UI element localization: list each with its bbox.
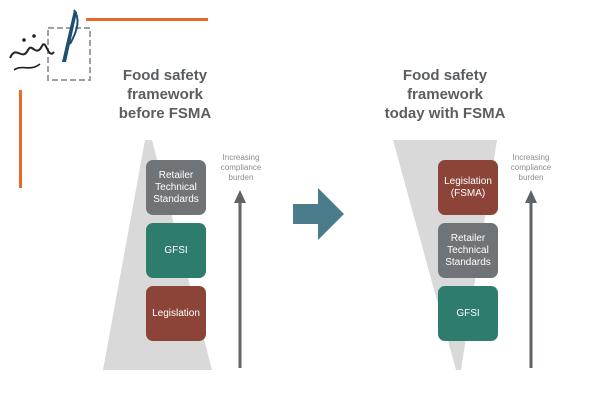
right-box-gfsi: GFSI xyxy=(438,286,498,341)
right-panel-title: Food safety framework today with FSMA xyxy=(384,67,506,122)
right-arrow-icon xyxy=(293,188,344,240)
right-burden-arrowhead xyxy=(525,190,537,203)
left-box-legislation: Legislation xyxy=(146,286,206,341)
right-box-retailer-standards: Retailer Technical Standards xyxy=(438,223,498,278)
top-accent-line xyxy=(86,18,208,21)
left-accent-line xyxy=(19,90,22,188)
left-box-gfsi: GFSI xyxy=(146,223,206,278)
left-panel-title: Food safety framework before FSMA xyxy=(118,67,212,122)
quill-pen-icon xyxy=(62,9,79,62)
left-box-retailer-standards: Retailer Technical Standards xyxy=(146,160,206,215)
left-burden-arrowhead xyxy=(234,190,246,203)
right-box-legislation-fsma: Legislation (FSMA) xyxy=(438,160,498,215)
logo-signature xyxy=(9,34,55,71)
right-axis-note: Increasing compliance burden xyxy=(510,153,552,182)
logo-frame xyxy=(47,27,91,81)
left-axis-note: Increasing compliance burden xyxy=(220,153,262,182)
